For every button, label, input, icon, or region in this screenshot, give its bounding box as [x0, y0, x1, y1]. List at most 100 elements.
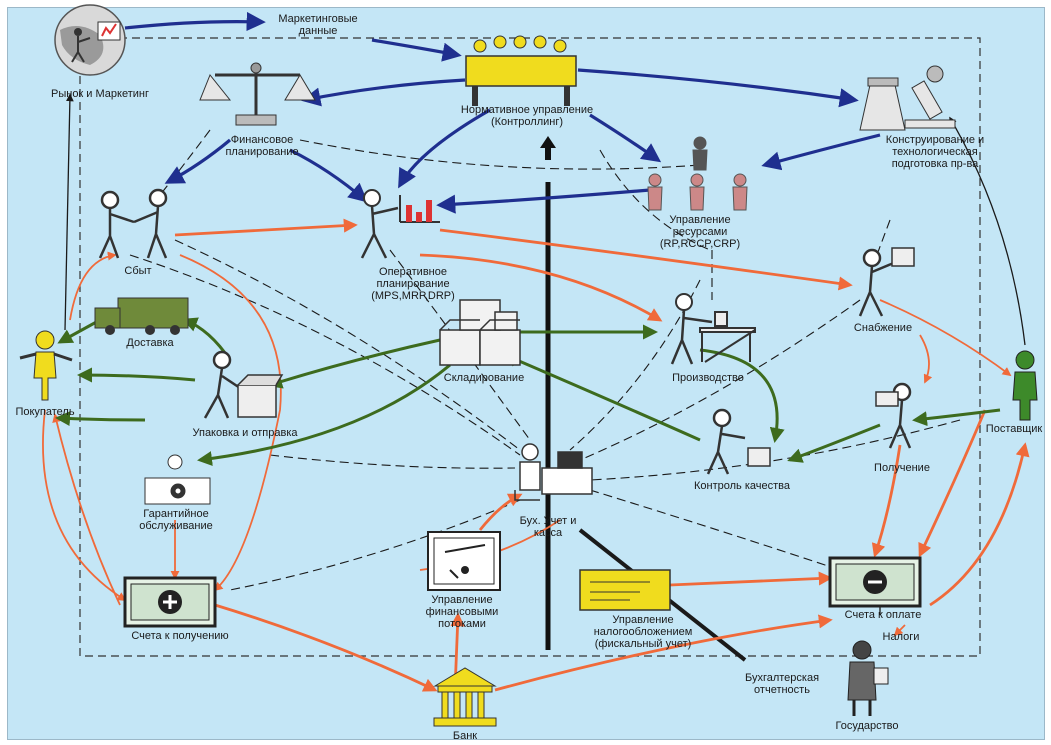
link-accounting-payables: [589, 489, 841, 571]
flow-supply-receiving: [919, 334, 933, 384]
label-warehousing: Складирование: [443, 372, 525, 384]
flow-planning-production: [419, 253, 663, 322]
information-flows: [124, 11, 881, 214]
flow-planning-supply: [439, 228, 853, 291]
link-supplier-engineering: [949, 116, 1026, 346]
flow-control-finance: [301, 78, 466, 107]
up-arrow-icon: [540, 136, 556, 160]
link-sales-accounting: [174, 239, 521, 451]
flow-customer-receivables: [42, 409, 127, 601]
accountant-icon: [514, 443, 593, 501]
globe-icon: [54, 4, 126, 76]
link-receiving-accounting: [589, 419, 961, 481]
label-delivery: Доставка: [126, 337, 174, 349]
bank-building-icon: [433, 667, 497, 727]
flow-delivery-customer: [57, 318, 101, 344]
flow-finance-accounting: [478, 493, 523, 531]
information-links: [129, 129, 961, 591]
flow-tax-payables: [669, 571, 833, 587]
goods-flows: [55, 317, 1001, 466]
flow-receivables-customer: [52, 413, 121, 606]
truck-icon: [94, 297, 189, 335]
label-controlling: Нормативное управление(Контроллинг): [460, 104, 594, 128]
flow-supply-supplier: [879, 299, 1012, 377]
link-customer-market: [64, 93, 74, 331]
government-agent-icon: [847, 640, 889, 716]
label-government: Государство: [835, 720, 899, 732]
label-payables: Счета к оплате: [844, 609, 922, 621]
label-receiving: Получение: [874, 462, 930, 474]
judge-scales-icon: [199, 62, 316, 126]
flow-warehouse-warranty: [197, 363, 451, 466]
handshake-icon: [98, 188, 168, 259]
label-supplier: Поставщик: [985, 423, 1043, 435]
microscope-lab-icon: [859, 65, 956, 131]
flow-resources-planning: [436, 188, 651, 214]
label-packing: Упаковка и отправка: [192, 427, 298, 439]
label-sales: Сбыт: [124, 265, 152, 277]
flow-sales-planning: [174, 218, 358, 237]
customer-icon: [19, 330, 73, 401]
meeting-table-icon: [465, 35, 577, 106]
label-supply: Снабжение: [853, 322, 913, 334]
flow-warehouse-packing: [267, 338, 441, 389]
flow-receivables-bank: [214, 603, 438, 692]
flow-receiving-payables: [871, 444, 902, 558]
planner-chart-icon: [360, 189, 440, 259]
label-production: Производство: [672, 372, 744, 384]
supply-worker-icon: [858, 247, 915, 317]
packer-icon: [203, 350, 284, 419]
label-market: Рынок и Маркетинг: [51, 88, 149, 100]
flow-finance-planning: [289, 148, 368, 203]
link-finance-resources: [299, 139, 701, 170]
flow-data-control: [371, 38, 462, 62]
service-desk-icon: [144, 454, 211, 505]
finance-document-icon: [427, 531, 501, 591]
link-control-resources: [599, 149, 711, 251]
invoice-plus-icon: [123, 576, 217, 628]
flow-supplier-payables: [918, 409, 987, 558]
flow-finance-sales: [164, 138, 232, 184]
flow-control-planning: [398, 108, 491, 189]
flow-sales-receivables: [179, 254, 282, 592]
link-finance-sales: [159, 129, 211, 196]
label-customer: Покупатель: [15, 406, 75, 418]
link-planning-accounting: [389, 249, 531, 441]
label-taxes: Налоги: [882, 631, 920, 643]
flow-control-engineering: [577, 68, 859, 108]
money-flows: [42, 218, 1030, 692]
inspector-icon: [706, 408, 771, 475]
flow-supplier-receiving: [912, 408, 1001, 427]
label-receivables: Счета к получению: [131, 630, 229, 642]
receiver-icon: [875, 382, 912, 449]
flow-market-data: [124, 11, 266, 32]
flow-customer-sales: [69, 251, 117, 321]
flow-taxes-government: [893, 624, 906, 637]
invoice-minus-icon: [828, 556, 922, 608]
supplier-icon: [1012, 350, 1038, 421]
flow-payables-supplier: [929, 442, 1030, 607]
link-production-accounting: [569, 279, 701, 451]
link-supply-accounting: [579, 299, 861, 461]
flow-receiving-quality: [787, 423, 881, 463]
worker-bench-icon: [670, 293, 756, 365]
resource-people-icon: [647, 136, 748, 211]
flow-quality-warehouse: [502, 352, 701, 442]
label-bank: Банк: [452, 730, 478, 742]
link-delivery-accounting: [129, 254, 521, 456]
flow-bank-payables: [494, 614, 833, 692]
enterprise-boundary: [79, 37, 981, 657]
boxes-icon: [439, 299, 521, 366]
label-quality: Контроль качества: [694, 480, 790, 492]
